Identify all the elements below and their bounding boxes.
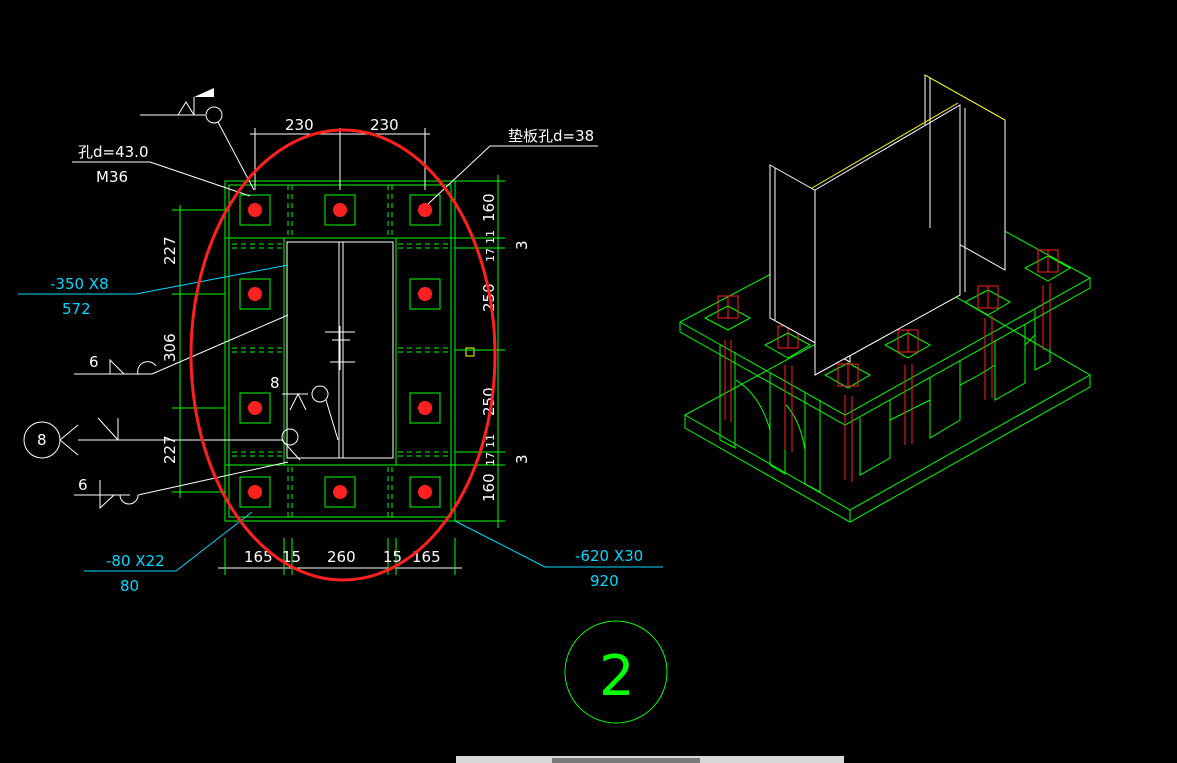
- base-plate-label: -620 X30: [575, 547, 643, 565]
- dim-bottom-5: 165: [412, 548, 441, 566]
- dim-bottom-1: 165: [244, 548, 273, 566]
- top-dimensions: 230 230: [250, 116, 430, 190]
- iso-stiffeners: [719, 302, 1051, 493]
- weld-size-c: 6: [78, 476, 88, 494]
- dim-bottom-4: 15: [383, 548, 402, 566]
- bolt: [409, 278, 441, 310]
- horizontal-scrollbar[interactable]: [456, 756, 844, 763]
- bolt: [409, 392, 441, 424]
- dim-left-1: 227: [161, 236, 179, 265]
- bolt: [324, 194, 356, 226]
- right-dimensions: 160 3 250 250 3 160 11 17 11 17: [455, 175, 531, 528]
- hole-leader: 孔d=43.0 M36: [72, 143, 251, 197]
- iso-washers: [703, 255, 1072, 389]
- hole-label: 孔d=43.0: [78, 143, 149, 161]
- iso-column: [769, 74, 1006, 376]
- dim-right-1: 160: [480, 193, 498, 222]
- bolt: [239, 476, 271, 508]
- base-plate-length: 920: [590, 572, 619, 590]
- left-plate-leader: -350 X8 572: [18, 264, 289, 318]
- weld-symbol-middle: 6: [74, 314, 289, 375]
- dim-left-3: 227: [161, 435, 179, 464]
- dim-bottom-2: 15: [282, 548, 301, 566]
- iso-anchor-rods: [724, 283, 1051, 482]
- dim-right-2: 3: [513, 240, 531, 250]
- weld-symbol-top: [140, 88, 255, 191]
- stiffener-label: -80 X22: [106, 552, 165, 570]
- isometric-view: [678, 74, 1092, 523]
- dim-right-small-4: 17: [484, 452, 497, 466]
- left-plate-label: -350 X8: [50, 275, 109, 293]
- base-plate-leader: -620 X30 920: [454, 520, 663, 590]
- section-marker: 2: [564, 620, 668, 724]
- washer-label: 垫板孔d=38: [508, 127, 594, 145]
- weld-symbol-bottom: 6: [74, 461, 289, 510]
- anchor-bolts: [239, 194, 441, 508]
- bolt: [239, 194, 271, 226]
- highlight-ellipse: [189, 128, 497, 582]
- bolt: [239, 392, 271, 424]
- dim-right-5: 3: [513, 454, 531, 464]
- left-dimensions: 227 306 227: [161, 205, 225, 498]
- bolt: [239, 278, 271, 310]
- dim-top-left: 230: [285, 116, 314, 134]
- dim-top-right: 230: [370, 116, 399, 134]
- dim-right-small-2: 17: [484, 248, 497, 262]
- iso-nuts: [717, 249, 1059, 387]
- dim-right-small-3: 11: [484, 434, 497, 448]
- bolt-label: M36: [96, 168, 128, 186]
- center-mark: [325, 326, 475, 370]
- section-number: 2: [599, 644, 635, 709]
- weld-symbol-inner: 8: [270, 374, 339, 441]
- stiffener-length: 80: [120, 577, 139, 595]
- stiffener-leader: -80 X22 80: [84, 511, 253, 595]
- bottom-dimensions: 165 15 260 15 165: [218, 538, 462, 575]
- bolt: [409, 194, 441, 226]
- dim-left-2: 306: [161, 333, 179, 362]
- detail-callout: 8: [23, 417, 301, 461]
- scrollbar-thumb[interactable]: [552, 758, 700, 763]
- bolt: [324, 476, 356, 508]
- weld-size-a: 6: [89, 353, 99, 371]
- dim-right-6: 160: [480, 473, 498, 502]
- bolt: [409, 476, 441, 508]
- washer-leader: 垫板孔d=38: [427, 127, 598, 205]
- dim-right-small-1: 11: [484, 230, 497, 244]
- dim-bottom-3: 260: [327, 548, 356, 566]
- weld-size-b: 8: [270, 374, 280, 392]
- left-plate-length: 572: [62, 300, 91, 318]
- detail-tag-number: 8: [37, 431, 47, 449]
